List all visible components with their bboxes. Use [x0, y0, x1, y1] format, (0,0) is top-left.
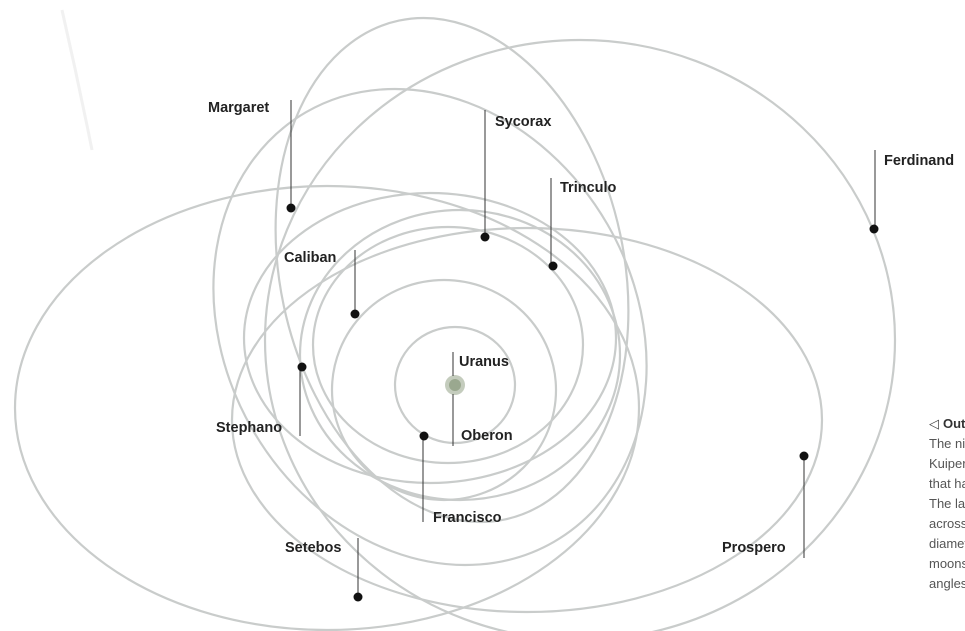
uranus-planet-core	[449, 379, 461, 391]
moon-trinculo: Trinculo	[548, 178, 617, 271]
orbit-setebos	[13, 184, 641, 631]
moon-oberon: Oberon	[452, 394, 513, 446]
margaret-label: Margaret	[208, 100, 269, 116]
oberon-label: Oberon	[461, 428, 513, 444]
orbit-oberon	[393, 325, 517, 445]
orbit-ferdinand	[263, 38, 897, 631]
orbit-trinculo	[242, 191, 618, 485]
orbit-margaret	[212, 87, 648, 567]
caption-line: The nine	[929, 436, 965, 451]
caption-title: ◁ Outer	[929, 414, 965, 434]
orbit-caliban	[311, 225, 585, 465]
trinculo-label: Trinculo	[560, 180, 617, 196]
caption-line: Kuiper b	[929, 456, 965, 471]
moon-ferdinand: Ferdinand	[869, 150, 954, 234]
caption-line: moons f	[929, 556, 965, 571]
orbit-stephano	[298, 208, 622, 502]
prospero-dot	[799, 451, 809, 461]
orbit-prospero	[230, 226, 824, 614]
orbit-sycorax	[274, 16, 630, 524]
ferdinand-label: Ferdinand	[884, 153, 954, 169]
moon-caliban: Caliban	[284, 250, 360, 319]
orbit-paths	[13, 16, 897, 631]
uranus-label: Uranus	[459, 354, 509, 370]
caliban-label: Caliban	[284, 250, 336, 266]
setebos-dot	[353, 592, 363, 602]
caption-title-text: Outer	[943, 416, 965, 431]
francisco-dot	[419, 431, 429, 441]
moon-sycorax: Sycorax	[480, 110, 551, 242]
moon-margaret: Margaret	[208, 100, 296, 213]
left-triangle-icon: ◁	[929, 416, 939, 431]
caption-line: across, v	[929, 516, 965, 531]
sycorax-label: Sycorax	[495, 114, 551, 130]
stephano-dot	[297, 362, 307, 372]
caption-line: that hav	[929, 476, 965, 491]
trinculo-dot	[548, 261, 558, 271]
moon-stephano: Stephano	[216, 362, 307, 436]
margaret-dot	[286, 203, 296, 213]
caption-line: diamete	[929, 536, 965, 551]
caption-line: The larg	[929, 496, 965, 511]
moon-prospero: Prospero	[722, 451, 809, 558]
sycorax-dot	[480, 232, 490, 242]
caption-block: ◁ Outer The nine Kuiper b that hav The la…	[929, 414, 965, 594]
stephano-label: Stephano	[216, 420, 282, 436]
caliban-dot	[350, 309, 360, 319]
moon-setebos: Setebos	[285, 538, 363, 602]
moon-francisco: Francisco	[419, 431, 502, 526]
ferdinand-dot	[869, 224, 879, 234]
setebos-label: Setebos	[285, 540, 341, 556]
caption-line: angles a	[929, 576, 965, 591]
prospero-label: Prospero	[722, 540, 786, 556]
background-sweep	[60, 9, 94, 151]
francisco-label: Francisco	[433, 510, 502, 526]
